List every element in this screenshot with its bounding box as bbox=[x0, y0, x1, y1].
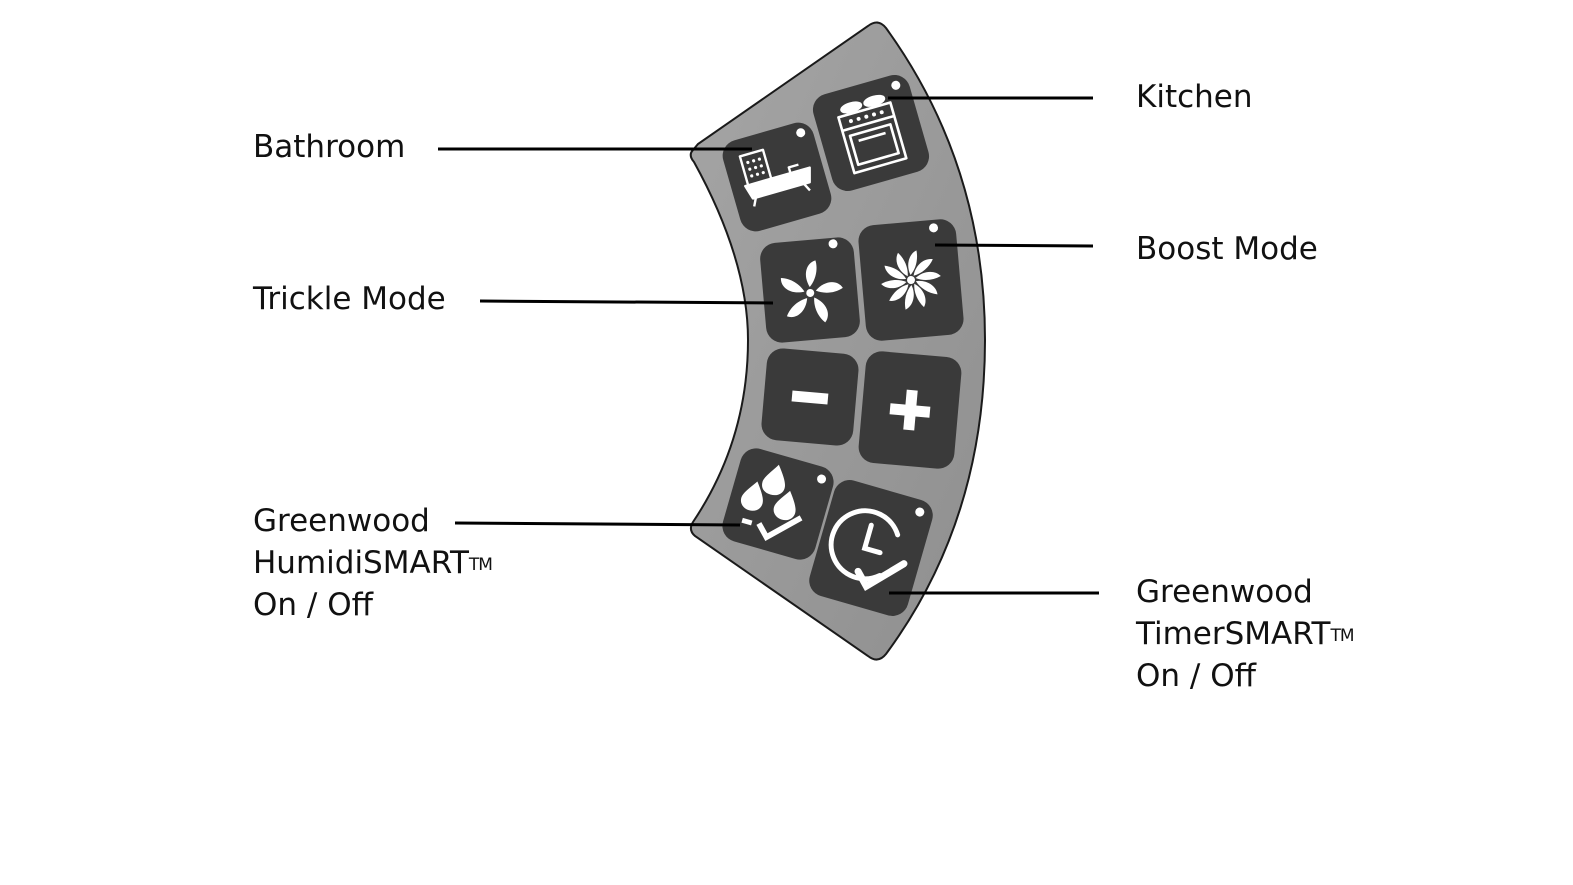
cooker-icon bbox=[837, 94, 908, 175]
fan-large-icon bbox=[881, 250, 941, 310]
leader-humidismart bbox=[454, 521, 741, 527]
label-humidismart: Greenwood HumidiSMARTTM On / Off bbox=[253, 503, 493, 623]
kitchen-button[interactable] bbox=[809, 71, 933, 195]
leader-lines bbox=[438, 96, 1099, 595]
minus-icon bbox=[791, 390, 829, 405]
plus-button[interactable] bbox=[857, 350, 962, 470]
label-bathroom: Bathroom bbox=[253, 129, 406, 165]
trickle-mode-button[interactable] bbox=[759, 236, 861, 344]
label-trickle-mode: Trickle Mode bbox=[253, 281, 446, 317]
label-timersmart: Greenwood TimerSMARTTM On / Off bbox=[1136, 574, 1355, 694]
timersmart-button[interactable] bbox=[805, 476, 936, 619]
plus-icon bbox=[889, 389, 931, 431]
label-boost-mode: Boost Mode bbox=[1136, 231, 1318, 267]
boost-mode-button[interactable] bbox=[857, 218, 965, 342]
minus-button[interactable] bbox=[760, 347, 860, 447]
leader-boost bbox=[934, 243, 1094, 248]
humidity-check-icon bbox=[740, 464, 803, 541]
label-kitchen: Kitchen bbox=[1136, 79, 1253, 115]
bath-icon bbox=[738, 148, 811, 207]
leader-trickle bbox=[479, 299, 774, 305]
fan-small-icon bbox=[780, 260, 843, 323]
humidismart-button[interactable] bbox=[719, 445, 838, 564]
clock-check-icon bbox=[828, 508, 908, 592]
